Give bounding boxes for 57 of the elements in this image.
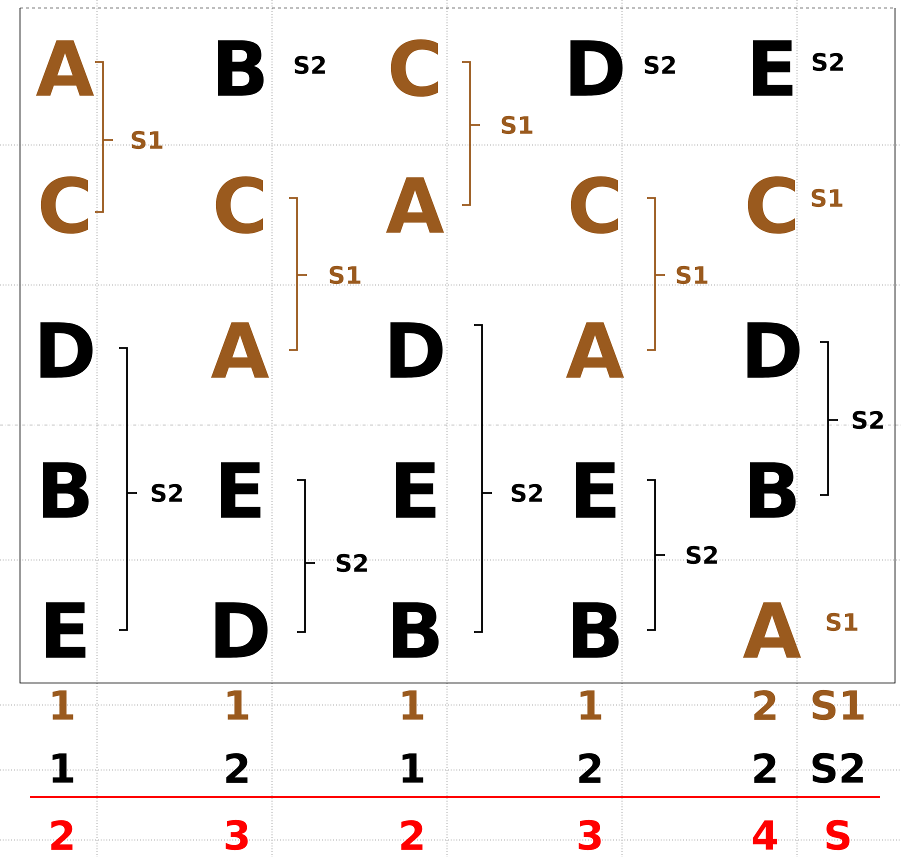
total-number: S bbox=[826, 820, 850, 850]
total-number: 4 bbox=[752, 820, 778, 850]
set-label: S2 bbox=[686, 546, 717, 564]
count-number: 1 bbox=[580, 690, 602, 720]
set-label: S2 bbox=[512, 484, 542, 502]
letter: A bbox=[742, 602, 802, 658]
letter: D bbox=[215, 602, 268, 658]
letter: E bbox=[46, 602, 86, 658]
set-label: S1 bbox=[812, 188, 842, 208]
count-number: 2 bbox=[754, 690, 776, 720]
total-number: 3 bbox=[578, 820, 601, 850]
set-label: S2 bbox=[294, 56, 325, 74]
set-label: S2 bbox=[336, 554, 367, 572]
letter: C bbox=[570, 176, 618, 234]
letter: D bbox=[390, 322, 443, 378]
letter: E bbox=[753, 40, 792, 96]
set-label: S2 bbox=[644, 56, 675, 74]
letter: A bbox=[210, 322, 270, 378]
letter: B bbox=[43, 462, 89, 518]
count-number: 1 bbox=[52, 753, 74, 783]
letter: E bbox=[576, 462, 616, 518]
letter: D bbox=[747, 322, 800, 378]
count-number: 1 bbox=[402, 690, 424, 720]
count-number: 2 bbox=[579, 753, 600, 783]
set-label: S2 bbox=[152, 484, 182, 502]
set-label: S2 bbox=[812, 52, 843, 72]
total-number: 3 bbox=[226, 820, 248, 850]
letter: A bbox=[566, 322, 624, 378]
count-number: 1 bbox=[52, 690, 74, 720]
letter: C bbox=[40, 176, 88, 234]
letter: A bbox=[386, 177, 444, 233]
letter: C bbox=[390, 39, 438, 97]
set-label: S1 bbox=[330, 266, 360, 284]
letter: E bbox=[396, 462, 436, 518]
letter: E bbox=[221, 462, 260, 518]
set-label: S1 bbox=[826, 612, 858, 632]
letter: A bbox=[36, 40, 94, 96]
letter: B bbox=[573, 602, 619, 658]
count-number: 2 bbox=[754, 753, 776, 783]
letter: B bbox=[750, 462, 796, 518]
letter: B bbox=[393, 602, 439, 658]
count-number: 1 bbox=[228, 690, 248, 720]
letter: C bbox=[216, 176, 264, 234]
set-label: S1 bbox=[132, 130, 162, 150]
count-number: 1 bbox=[402, 753, 424, 783]
count-number: S1 bbox=[812, 690, 864, 720]
total-number: 2 bbox=[401, 820, 422, 850]
count-number: S2 bbox=[812, 752, 863, 784]
letter: B bbox=[218, 40, 264, 96]
letter: D bbox=[570, 40, 623, 96]
set-label: S1 bbox=[676, 266, 708, 284]
total-number: 2 bbox=[51, 820, 72, 850]
letter: D bbox=[40, 322, 93, 378]
set-label: S1 bbox=[502, 116, 532, 134]
set-label: S2 bbox=[852, 410, 883, 430]
letter: C bbox=[748, 176, 796, 234]
count-number: 2 bbox=[226, 753, 248, 783]
